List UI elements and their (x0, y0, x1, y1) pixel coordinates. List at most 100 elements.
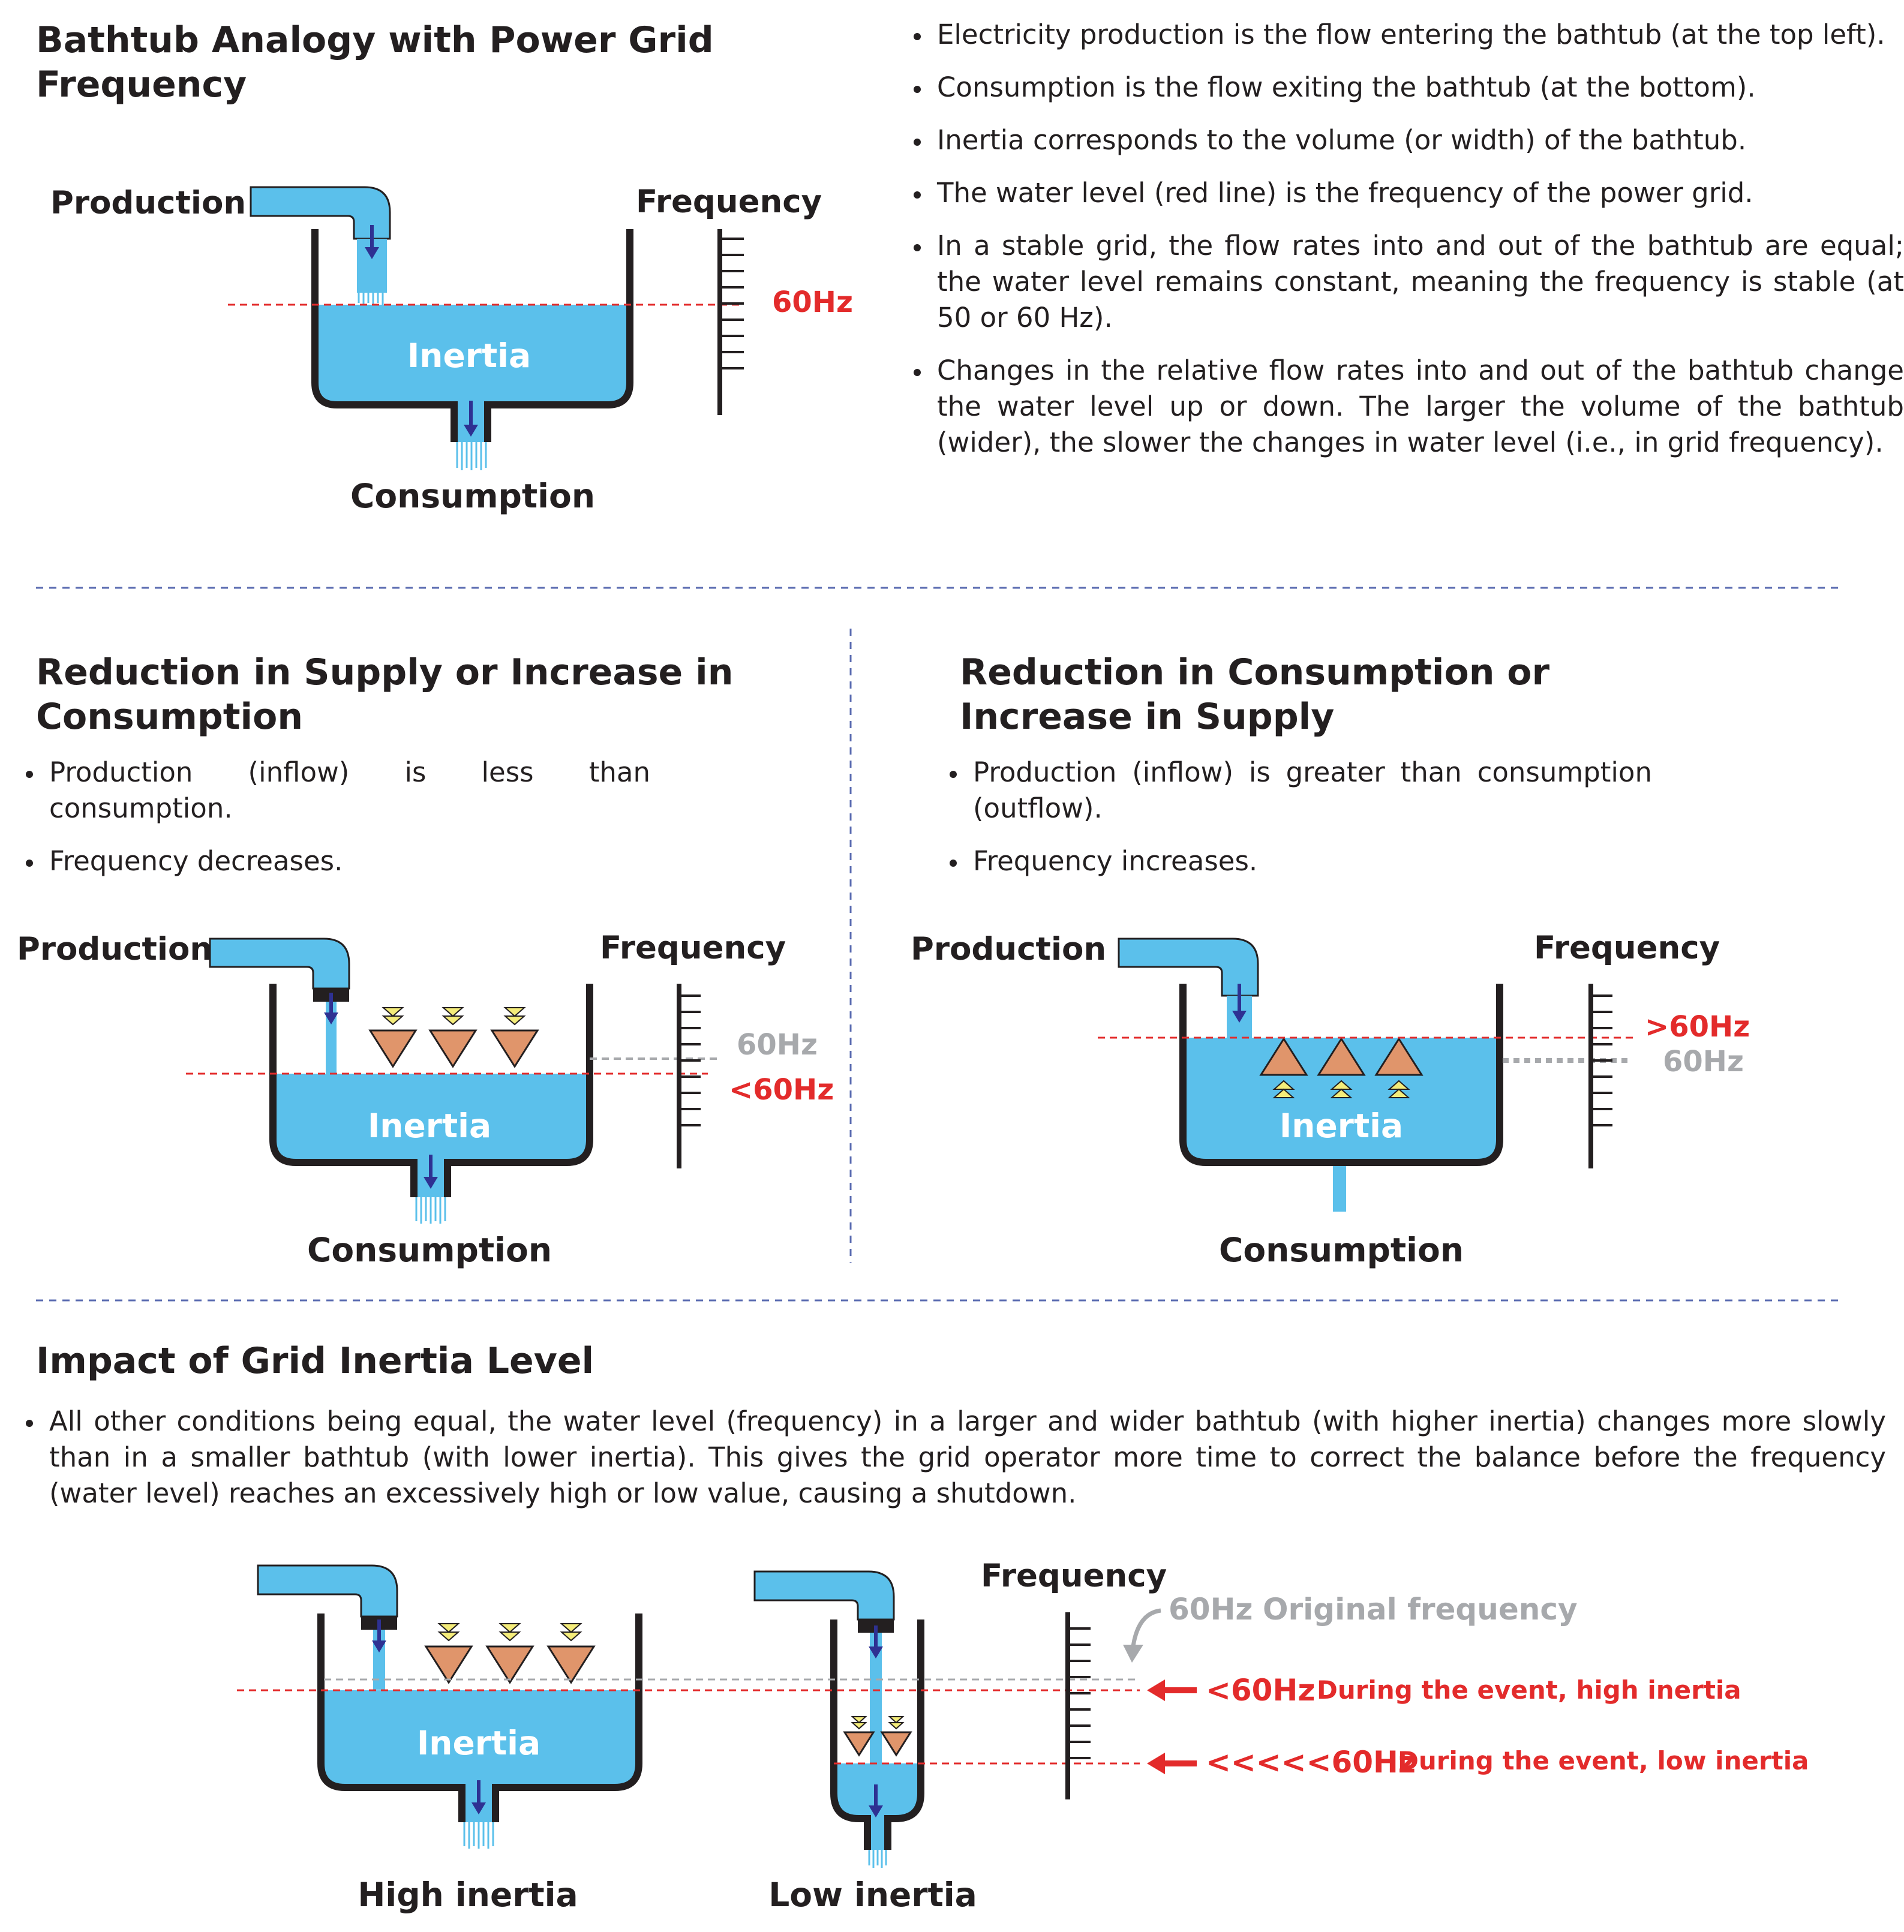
decrease-triangle-icon (486, 1622, 534, 1684)
event-frequency-value: <60Hz (729, 1073, 834, 1107)
inflow-pipe (753, 1570, 895, 1621)
list-item: Changes in the relative flow rates into … (932, 353, 1904, 461)
main-title-line1: Bathtub Analogy with Power Grid (36, 19, 714, 61)
inflow-stream (870, 1633, 882, 1763)
list-item: Production (inflow) is greater than cons… (968, 755, 1652, 827)
list-item: Production (inflow) is less than consump… (44, 755, 650, 827)
decrease-triangle-icon (881, 1715, 912, 1756)
water-body (321, 1690, 639, 1787)
list-item: Consumption is the flow exiting the bath… (932, 70, 1904, 106)
frequency-label: Frequency (636, 184, 822, 220)
tub-outline (1179, 984, 1503, 1166)
bottom-bullets: All other conditions being equal, the wa… (0, 1404, 1886, 1528)
consumption-label: Consumption (350, 477, 595, 515)
right-panel-title-line2: Increase in Supply (960, 696, 1335, 738)
high-inertia-bathtub: Inertia High inertia (257, 1564, 642, 1914)
production-label: Production (911, 931, 1106, 967)
list-item: Inertia corresponds to the volume (or wi… (932, 122, 1904, 158)
decrease-triangle-icon (369, 1006, 417, 1068)
list-item: The water level (red line) is the freque… (932, 175, 1904, 211)
left-panel-title-line1: Reduction in Supply or Increase in (36, 651, 734, 693)
top-bathtub: Production Frequency 60Hz Inertia Consum… (50, 184, 853, 515)
list-item: Electricity production is the flow enter… (932, 17, 1904, 53)
frequency-gauge (677, 984, 701, 1168)
bottom-title: Impact of Grid Inertia Level (36, 1340, 594, 1382)
top-bullet-list: Electricity production is the flow enter… (888, 17, 1904, 477)
inflow-pipe (1118, 938, 1259, 997)
frequency-label: Frequency (981, 1558, 1167, 1594)
production-label: Production (50, 185, 246, 221)
inflow-pipe (209, 938, 350, 990)
right-panel-title-line1: Reduction in Consumption or (960, 651, 1550, 693)
high-inertia-event-text: During the event, high inertia (1317, 1675, 1741, 1705)
curved-arrow-icon (1123, 1608, 1161, 1663)
decrease-triangle-icon (425, 1622, 473, 1684)
list-item: Frequency increases. (968, 843, 1652, 879)
bottom-frequency-gauge: Frequency 60Hz Original frequency <60Hz … (237, 1558, 1809, 1799)
inertia-label: Inertia (417, 1724, 540, 1762)
main-title: Bathtub Analogy with Power Grid Frequenc… (36, 18, 714, 107)
drain-water (1333, 1162, 1346, 1212)
left-panel-bullets: Production (inflow) is less than consump… (0, 755, 650, 896)
decrease-triangle-icon (843, 1715, 875, 1756)
right-panel-title: Reduction in Consumption or Increase in … (960, 650, 1549, 739)
down-arrow-icon (1232, 984, 1247, 1023)
down-arrow-icon (324, 993, 338, 1024)
list-item: Frequency decreases. (44, 843, 650, 879)
down-arrow-icon (464, 401, 478, 437)
production-label: Production (17, 931, 212, 967)
water-body (315, 305, 630, 405)
list-item: In a stable grid, the flow rates into an… (932, 228, 1904, 336)
left-bathtub: Production Frequency 60Hz <60Hz Inertia … (17, 930, 834, 1269)
frequency-value: 60Hz (772, 286, 853, 319)
high-inertia-caption: High inertia (358, 1876, 578, 1914)
down-arrow-icon (869, 1784, 883, 1817)
tub-outline (269, 984, 593, 1197)
original-frequency-value: 60Hz (1169, 1592, 1253, 1627)
decrease-triangle-icon (429, 1006, 477, 1068)
event-frequency-value: >60Hz (1645, 1010, 1750, 1044)
consumption-label: Consumption (1219, 1231, 1464, 1269)
right-panel-bullets: Production (inflow) is greater than cons… (924, 755, 1652, 896)
inertia-label: Inertia (368, 1107, 491, 1145)
down-arrow-icon (472, 1780, 486, 1814)
tub-outline (311, 229, 633, 442)
main-title-line2: Frequency (36, 64, 247, 106)
right-bathtub: Production Frequency >60Hz 60Hz Inertia … (911, 930, 1750, 1269)
list-item: All other conditions being equal, the wa… (44, 1404, 1886, 1512)
frequency-label: Frequency (600, 930, 786, 966)
water-body (273, 1074, 590, 1162)
outflow-streaks (456, 442, 487, 470)
low-inertia-bathtub: Low inertia (753, 1570, 977, 1914)
down-arrow-icon (869, 1625, 883, 1658)
left-arrow-icon (1147, 1679, 1197, 1701)
decrease-triangle-icon (547, 1622, 595, 1684)
down-arrow-icon (365, 225, 379, 259)
down-arrow-icon (372, 1619, 386, 1652)
left-panel-title-line2: Consumption (36, 696, 304, 738)
inertia-label: Inertia (1280, 1107, 1403, 1145)
frequency-label: Frequency (1534, 930, 1720, 966)
outflow-streaks (415, 1197, 446, 1224)
inflow-pipe (250, 186, 391, 240)
outflow-streaks (463, 1822, 494, 1849)
original-frequency-text: Original frequency (1263, 1592, 1578, 1627)
frequency-gauge (1588, 984, 1612, 1168)
consumption-label: Consumption (307, 1231, 552, 1269)
low-inertia-caption: Low inertia (768, 1876, 977, 1914)
tub-outline (830, 1619, 924, 1850)
decrease-triangle-icon (491, 1006, 539, 1068)
original-frequency-value: 60Hz (1663, 1045, 1744, 1078)
inflow-pipe (257, 1564, 398, 1618)
inertia-label: Inertia (407, 336, 531, 375)
water-body (1183, 1038, 1500, 1162)
frequency-gauge (717, 229, 744, 415)
outflow-streaks (868, 1850, 887, 1868)
original-frequency-value: 60Hz (737, 1028, 818, 1062)
left-arrow-icon (1147, 1753, 1197, 1774)
low-inertia-event-text: During the event, low inertia (1398, 1746, 1809, 1775)
low-inertia-frequency-value: <<<<<60Hz (1206, 1745, 1416, 1780)
down-arrow-icon (424, 1155, 438, 1189)
tub-outline (317, 1613, 642, 1822)
